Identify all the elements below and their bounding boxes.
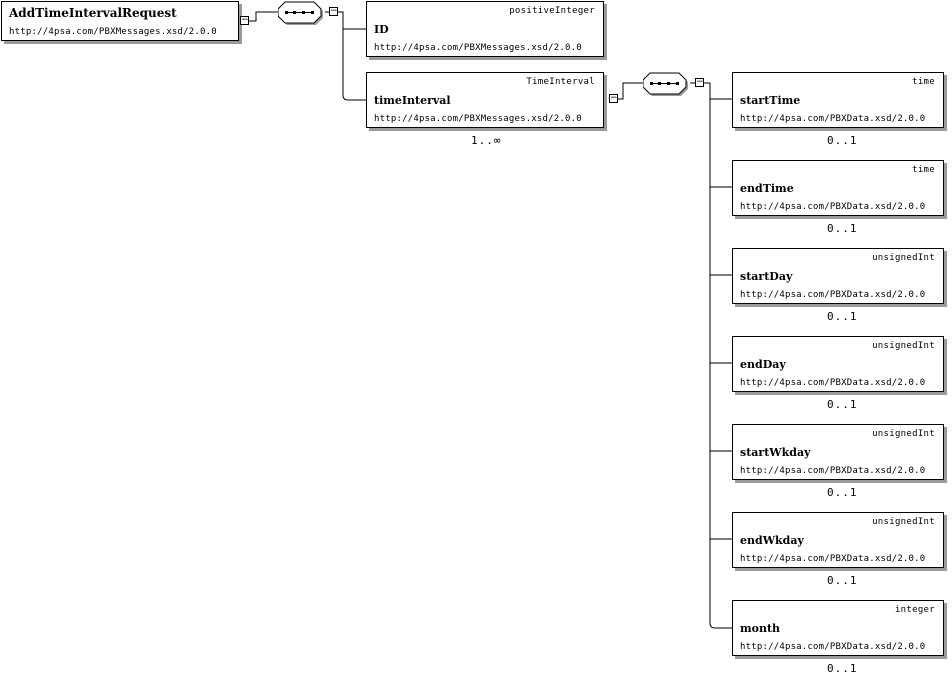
child-element-box[interactable]: time endTime http://4psa.com/PBXData.xsd…: [732, 160, 944, 216]
timeinterval-element-box[interactable]: TimeInterval timeInterval http://4psa.co…: [366, 72, 604, 128]
child-cardinality: 0..1: [827, 398, 858, 411]
child-element-type: unsignedInt: [872, 429, 935, 439]
child-element-namespace: http://4psa.com/PBXData.xsd/2.0.0: [740, 202, 926, 212]
child-element-type: time: [912, 165, 935, 175]
child-cardinality: 0..1: [827, 222, 858, 235]
root-collapse-toggle[interactable]: −: [240, 15, 249, 25]
child-element-type: integer: [894, 605, 935, 615]
root-to-sequence-line: [249, 11, 280, 22]
child-element-name: endDay: [740, 358, 786, 371]
child-element-name: startTime: [740, 94, 801, 107]
timeinterval-element-name: timeInterval: [374, 94, 451, 107]
sequence-collapse-toggle[interactable]: −: [329, 6, 338, 16]
timeinterval-element-type: TimeInterval: [526, 77, 595, 87]
child-element-name: startWkday: [740, 446, 811, 459]
child-cardinality: 0..1: [827, 662, 858, 675]
child-element-type: unsignedInt: [872, 517, 935, 527]
sequence-trunk-line: [338, 11, 366, 101]
child-cardinality: 0..1: [827, 310, 858, 323]
child-element-namespace: http://4psa.com/PBXData.xsd/2.0.0: [740, 290, 926, 300]
child-element-box[interactable]: unsignedInt endWkday http://4psa.com/PBX…: [732, 512, 944, 568]
id-element-box[interactable]: positiveInteger ID http://4psa.com/PBXMe…: [366, 1, 604, 57]
child-element-name: endTime: [740, 182, 794, 195]
child-cardinality: 0..1: [827, 574, 858, 587]
child-element-type: unsignedInt: [872, 253, 935, 263]
id-element-namespace: http://4psa.com/PBXMessages.xsd/2.0.0: [374, 43, 582, 53]
child-element-box[interactable]: time startTime http://4psa.com/PBXData.x…: [732, 72, 944, 128]
children-trunk-line: [704, 82, 732, 629]
child-element-namespace: http://4psa.com/PBXData.xsd/2.0.0: [740, 114, 926, 124]
child-element-namespace: http://4psa.com/PBXData.xsd/2.0.0: [740, 554, 926, 564]
sequence-collapse-toggle[interactable]: −: [695, 77, 704, 87]
child-element-box[interactable]: integer month http://4psa.com/PBXData.xs…: [732, 600, 944, 656]
child-element-name: endWkday: [740, 534, 804, 547]
child-element-namespace: http://4psa.com/PBXData.xsd/2.0.0: [740, 642, 926, 652]
child-element-box[interactable]: unsignedInt endDay http://4psa.com/PBXDa…: [732, 336, 944, 392]
child-element-box[interactable]: unsignedInt startDay http://4psa.com/PBX…: [732, 248, 944, 304]
root-element-namespace: http://4psa.com/PBXMessages.xsd/2.0.0: [9, 27, 217, 37]
id-element-type: positiveInteger: [509, 6, 595, 16]
timeinterval-element-namespace: http://4psa.com/PBXMessages.xsd/2.0.0: [374, 114, 582, 124]
child-element-type: unsignedInt: [872, 341, 935, 351]
sequence-compositor-icon[interactable]: [643, 72, 693, 98]
id-element-name: ID: [374, 23, 389, 36]
child-element-name: startDay: [740, 270, 793, 283]
root-element-name: AddTimeIntervalRequest: [9, 6, 177, 20]
child-cardinality: 0..1: [827, 134, 858, 147]
child-cardinality: 0..1: [827, 486, 858, 499]
child-element-type: time: [912, 77, 935, 87]
child-element-name: month: [740, 622, 781, 635]
timeinterval-to-sequence-line: [618, 82, 645, 100]
root-element-box[interactable]: AddTimeIntervalRequest http://4psa.com/P…: [1, 1, 239, 41]
sequence-compositor-icon[interactable]: [278, 1, 328, 27]
timeinterval-cardinality: 1..∞: [471, 134, 502, 147]
child-element-namespace: http://4psa.com/PBXData.xsd/2.0.0: [740, 466, 926, 476]
child-element-box[interactable]: unsignedInt startWkday http://4psa.com/P…: [732, 424, 944, 480]
timeinterval-collapse-toggle[interactable]: −: [609, 93, 618, 103]
child-element-namespace: http://4psa.com/PBXData.xsd/2.0.0: [740, 378, 926, 388]
